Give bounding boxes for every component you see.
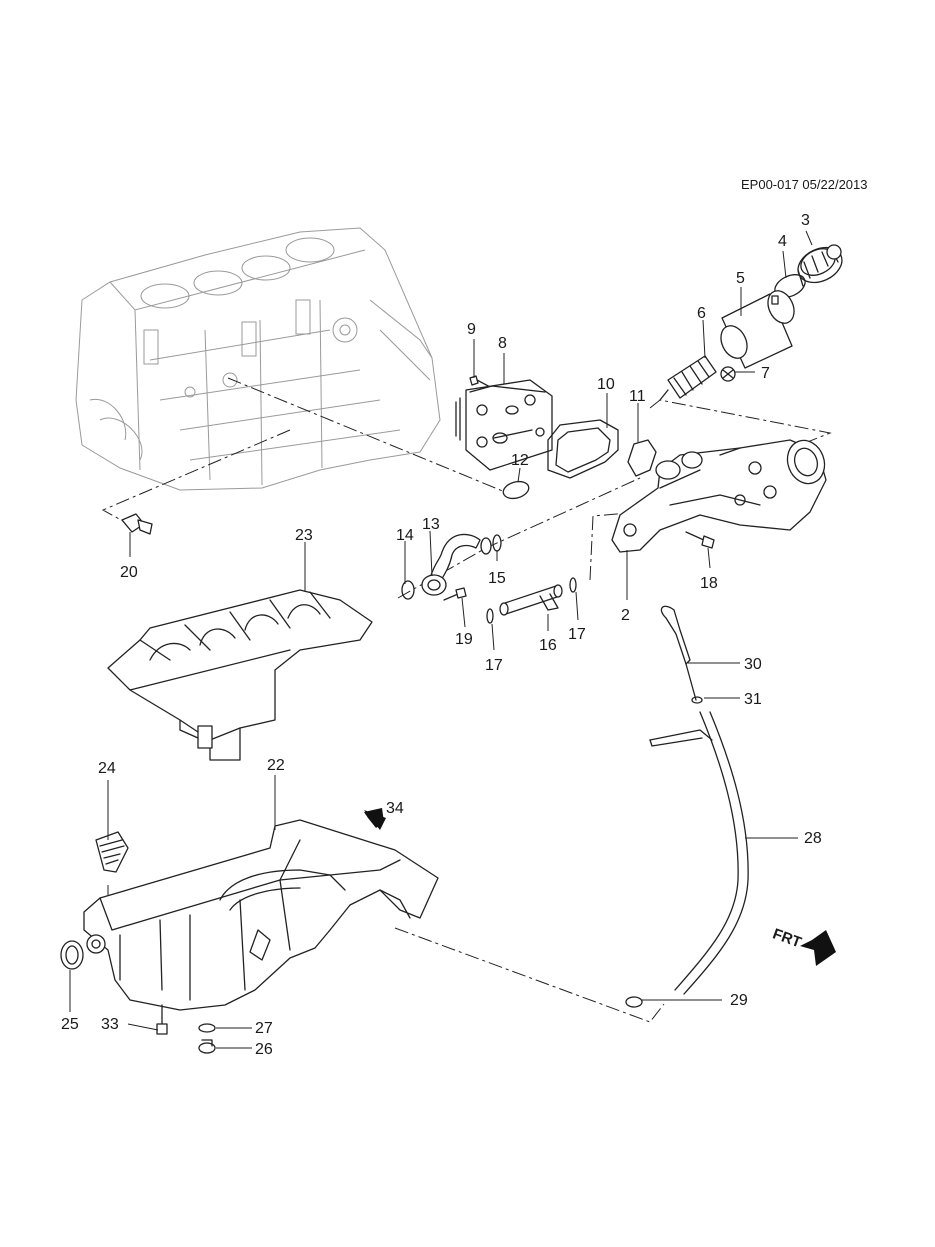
filter-standpipe bbox=[659, 355, 717, 401]
callout-11: 11 bbox=[629, 388, 646, 405]
oil-return-pipe bbox=[421, 533, 492, 596]
callout-16: 16 bbox=[539, 637, 557, 654]
oil-level-indicator bbox=[660, 605, 697, 701]
tube-o-ring-lower bbox=[486, 608, 494, 624]
oil-pickup-screen bbox=[95, 831, 129, 873]
check-valve bbox=[720, 366, 736, 382]
callout-15: 15 bbox=[488, 570, 506, 587]
callout-33: 33 bbox=[101, 1016, 119, 1033]
leader-lines bbox=[69, 230, 813, 1049]
engine-block-ghost bbox=[75, 227, 441, 491]
callout-8: 8 bbox=[498, 335, 507, 352]
callout-numbers: 2 3 4 5 6 7 8 9 10 11 12 13 14 15 16 17 … bbox=[61, 212, 822, 1058]
oil-filter-element bbox=[720, 290, 795, 369]
oil-pan-bolt bbox=[156, 1004, 168, 1035]
callout-17b: 17 bbox=[568, 626, 586, 643]
connector-tube bbox=[499, 584, 563, 616]
callout-24: 24 bbox=[98, 760, 116, 777]
document-reference: EP00-017 05/22/2013 bbox=[741, 177, 868, 192]
callout-25: 25 bbox=[61, 1016, 79, 1033]
callout-9: 9 bbox=[467, 321, 476, 338]
callout-31: 31 bbox=[744, 691, 762, 708]
callout-27: 27 bbox=[255, 1020, 273, 1037]
callout-26: 26 bbox=[255, 1041, 273, 1058]
callout-10: 10 bbox=[597, 376, 615, 393]
adapter-seal bbox=[627, 439, 657, 477]
front-direction-arrow: FRT bbox=[770, 925, 836, 966]
callout-28: 28 bbox=[804, 830, 822, 847]
oil-filter-adapter bbox=[611, 439, 827, 553]
oil-filter-cap bbox=[797, 244, 843, 287]
cooler-gasket bbox=[547, 419, 619, 479]
callout-13: 13 bbox=[422, 516, 440, 533]
callout-20: 20 bbox=[120, 564, 138, 581]
callout-6: 6 bbox=[697, 305, 706, 322]
callout-12: 12 bbox=[511, 452, 529, 469]
tube-o-ring-upper bbox=[569, 577, 577, 593]
pipe-bolt bbox=[443, 587, 467, 601]
view-direction-arrow bbox=[364, 808, 386, 830]
callout-34: 34 bbox=[386, 800, 404, 817]
callout-17a: 17 bbox=[485, 657, 503, 674]
front-direction-label: FRT bbox=[770, 925, 803, 951]
callout-19: 19 bbox=[455, 631, 473, 648]
callout-2: 2 bbox=[621, 607, 630, 624]
drain-plug-washer bbox=[198, 1023, 216, 1033]
pipe-seal-ring bbox=[401, 580, 415, 600]
oil-pressure-switch bbox=[121, 513, 153, 535]
callout-23: 23 bbox=[295, 527, 313, 544]
callout-5: 5 bbox=[736, 270, 745, 287]
crankcase-ladder-frame bbox=[107, 589, 373, 761]
callout-29: 29 bbox=[730, 992, 748, 1009]
oil-pan bbox=[83, 819, 439, 1011]
callout-22: 22 bbox=[267, 757, 285, 774]
oil-level-indicator-tube bbox=[625, 711, 749, 1008]
callout-18: 18 bbox=[700, 575, 718, 592]
oil-cooler bbox=[455, 379, 553, 471]
callout-7: 7 bbox=[761, 365, 770, 382]
crankshaft-rear-seal bbox=[60, 940, 84, 970]
callout-4: 4 bbox=[778, 233, 787, 250]
adapter-bolt bbox=[685, 531, 715, 549]
callout-14: 14 bbox=[396, 527, 414, 544]
oil-drain-plug bbox=[198, 1039, 216, 1054]
callout-3: 3 bbox=[801, 212, 810, 229]
cooler-o-ring bbox=[502, 480, 530, 500]
dipstick-o-ring bbox=[691, 696, 703, 704]
callout-30: 30 bbox=[744, 656, 762, 673]
